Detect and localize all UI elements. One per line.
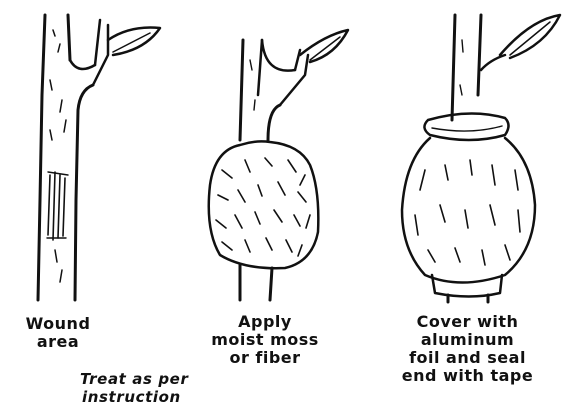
wounded-stem-drawing: [38, 15, 160, 300]
caption-line: Apply: [185, 313, 345, 331]
caption-line: Wound: [8, 315, 108, 333]
treatment-note: Treat as per instruction: [80, 370, 188, 406]
caption-line: aluminum: [375, 331, 560, 349]
moss-wrapped-stem-drawing: [209, 30, 348, 300]
note-line: instruction: [80, 388, 188, 406]
foil-covered-stem-drawing: [402, 15, 560, 302]
caption-line: or fiber: [185, 349, 345, 367]
caption-line: end with tape: [375, 367, 560, 385]
caption-cover-foil: Cover with aluminum foil and seal end wi…: [375, 313, 560, 385]
caption-line: Cover with: [375, 313, 560, 331]
caption-line: moist moss: [185, 331, 345, 349]
caption-apply-moss: Apply moist moss or fiber: [185, 313, 345, 367]
caption-line: area: [8, 333, 108, 351]
note-line: Treat as per: [80, 370, 188, 388]
caption-line: foil and seal: [375, 349, 560, 367]
caption-wound-area: Wound area: [8, 315, 108, 351]
